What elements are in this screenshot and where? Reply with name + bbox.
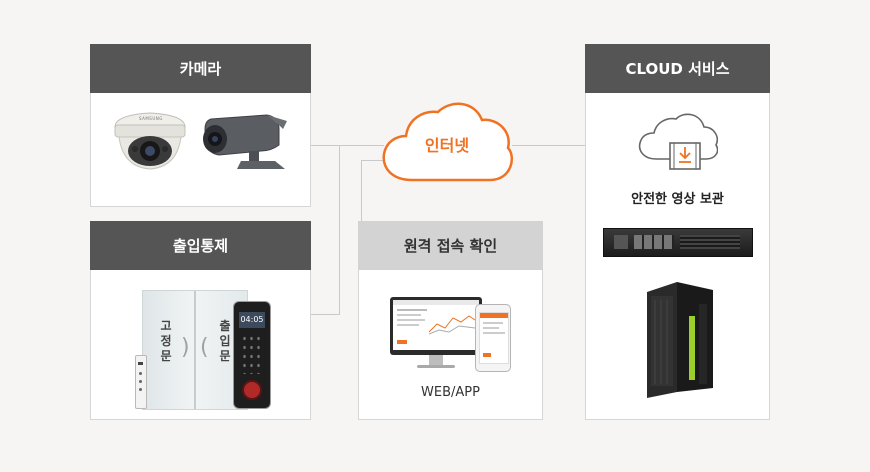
fixed-door-char: 고 [160,319,172,333]
cloud-storage-icon [638,113,718,170]
remote-access-panel: 원격 접속 확인 WEB/APP [358,221,543,420]
remote-access-title: 원격 접속 확인 [358,221,543,270]
connector-cloud-service [512,145,586,146]
cloud-service-caption: 안전한 영상 보관 [631,192,724,207]
entry-door-label: 출 입 문 [216,319,234,364]
phone-screen [479,312,509,364]
entry-door-char: 출 [219,319,231,333]
tower-server-icon [647,282,713,398]
monitor-stand [429,355,443,365]
connector-remote-h [361,160,386,161]
reader-fingerprint [242,380,262,400]
reader-keypad [241,334,263,374]
monitor-base [417,365,455,368]
camera-brand-text: SAMSUNG [139,116,163,121]
cloud-service-title: CLOUD 서비스 [585,44,770,93]
access-control-panel: 출입통제 ) ( 고 정 문 출 입 문 04:05 [90,221,311,420]
glass-door-illustration: ) ( 고 정 문 출 입 문 [142,290,248,410]
entry-door-char: 문 [219,349,231,363]
dome-camera-icon [114,112,186,170]
monitor-screen [393,300,479,350]
entry-door-char: 입 [219,334,231,348]
fixed-door-label: 고 정 문 [157,319,175,364]
reader-screen: 04:05 [239,312,265,328]
cloud-service-panel: CLOUD 서비스 안전한 영상 보관 [585,44,770,420]
monitor-icon [390,297,482,355]
access-reader-icon: 04:05 [233,301,271,409]
camera-title: 카메라 [90,44,311,93]
door-divider [194,291,196,409]
connector-trunk [339,145,340,315]
bullet-camera-icon [203,114,287,169]
internet-cloud-icon [382,102,513,182]
rack-server-icon [603,228,753,257]
fixed-door-char: 문 [160,349,172,363]
door-paren-left: ) [181,335,190,360]
connector-camera [310,145,340,146]
access-control-title: 출입통제 [90,221,311,270]
camera-panel: 카메라 SAMSUNG [90,44,311,207]
connector-remote [361,160,362,222]
connector-access [310,314,340,315]
door-paren-right: ( [200,335,209,360]
connector-to-cloud-left [339,145,384,146]
remote-access-caption: WEB/APP [421,385,480,400]
key-fob-icon [135,355,147,409]
fixed-door-char: 정 [160,334,172,348]
internet-label: 인터넷 [424,136,470,155]
smartphone-icon [475,304,511,372]
